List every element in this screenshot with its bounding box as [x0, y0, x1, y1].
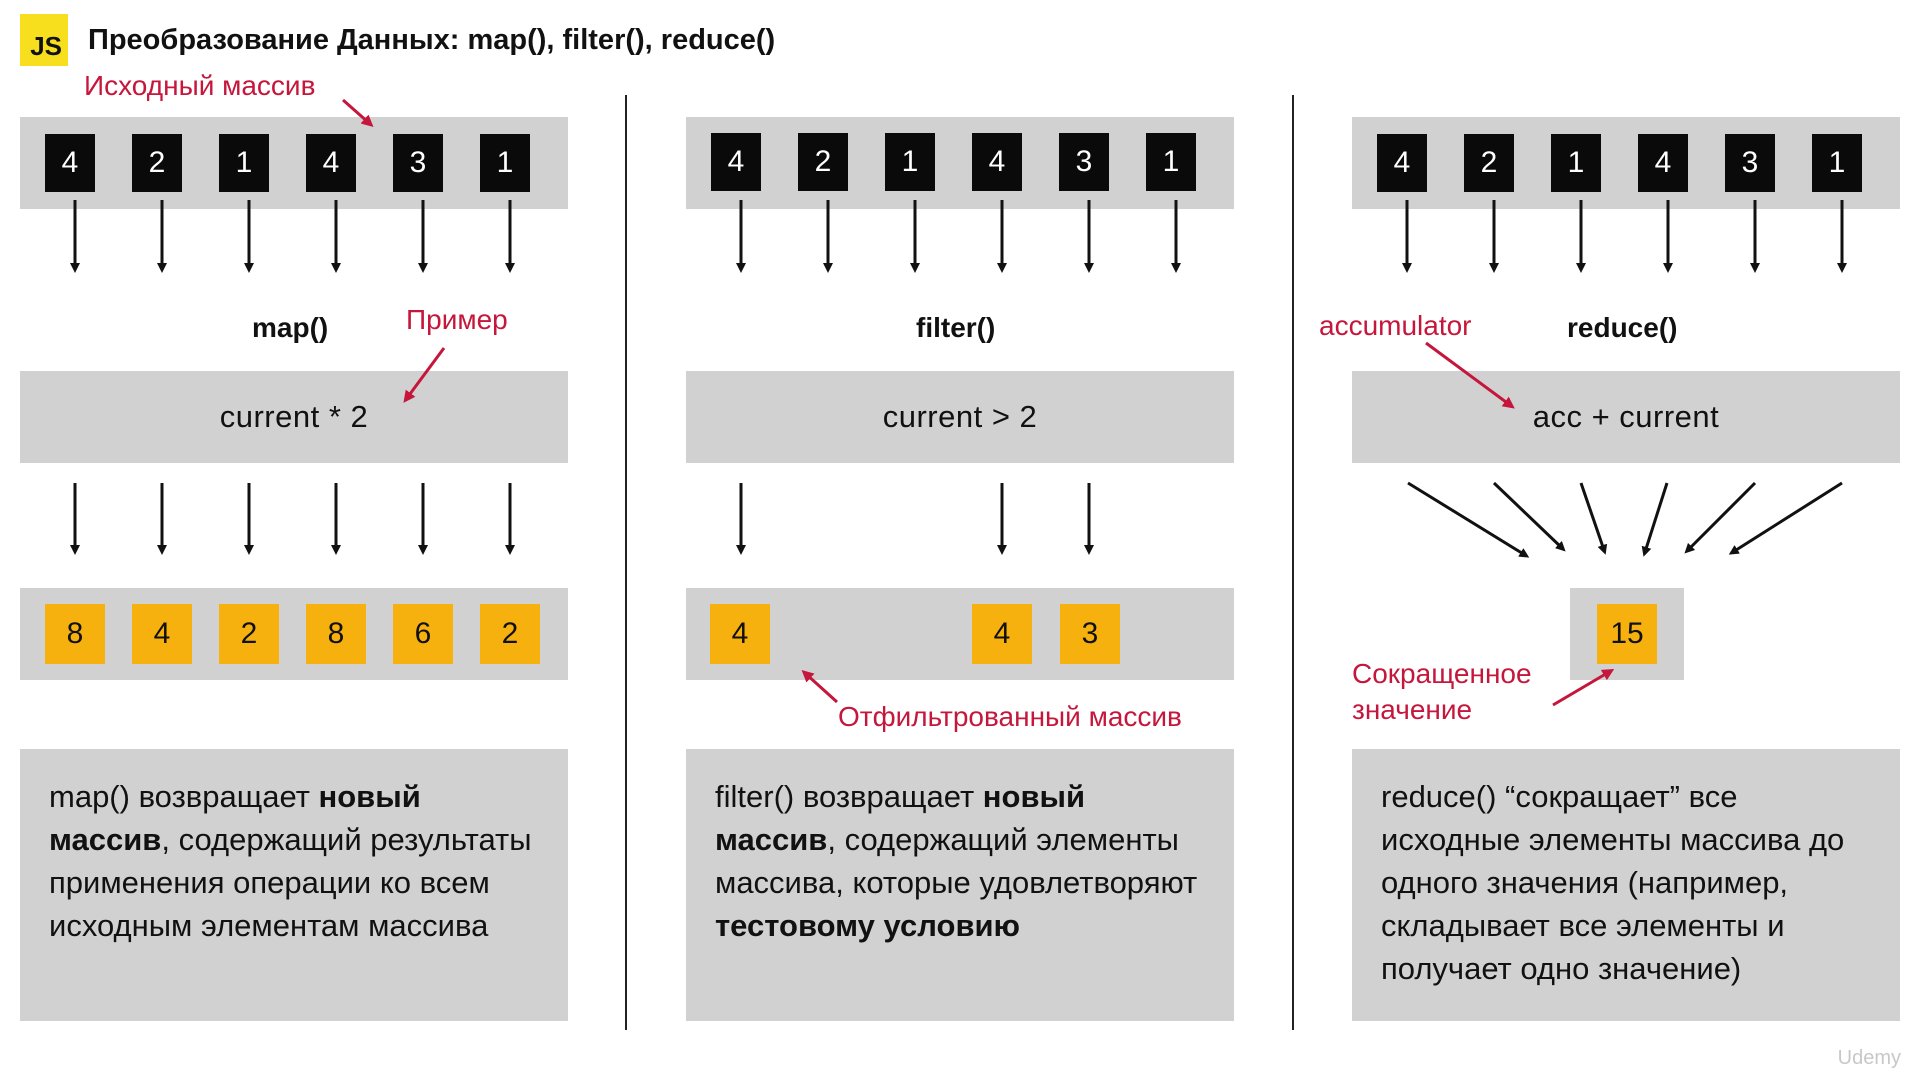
desc-bold: новый	[982, 779, 1086, 814]
desc-bold: массив	[715, 822, 828, 857]
filter-expression: current > 2	[686, 371, 1234, 463]
reduce-result: 15	[1597, 604, 1657, 664]
desc-bold: массив	[49, 822, 162, 857]
map-result-item: 2	[480, 604, 540, 664]
filter-result-item: 3	[1060, 604, 1120, 664]
desc-text: , содержащий результаты применения опера…	[49, 822, 532, 943]
map-result-item: 4	[132, 604, 192, 664]
page-title: Преобразование Данных: map(), filter(), …	[88, 24, 776, 56]
reduced-value-line2: значение	[1352, 694, 1473, 725]
filter-label: filter()	[916, 312, 996, 343]
source-item: 4	[45, 134, 95, 192]
map-result-item: 2	[219, 604, 279, 664]
filtered-array-annotation: Отфильтрованный массив	[838, 701, 1182, 732]
reduce-source-array	[1352, 117, 1900, 209]
map-result-item: 8	[45, 604, 105, 664]
desc-text: map() возвращает	[49, 779, 319, 814]
source-item: 3	[1725, 134, 1775, 192]
source-array-annotation: Исходный массив	[84, 70, 316, 101]
source-item: 2	[798, 133, 848, 191]
source-item: 2	[132, 134, 182, 192]
desc-bold: тестовому условию	[715, 908, 1021, 943]
converge-arrow	[1579, 482, 1608, 555]
source-item: 3	[393, 134, 443, 192]
filter-result-array	[686, 588, 1234, 680]
source-item: 3	[1059, 133, 1109, 191]
reduced-value-annotation: Сокращенное значение	[1352, 656, 1532, 728]
divider-right	[1292, 95, 1294, 1030]
example-annotation: Пример	[406, 304, 508, 335]
source-item: 1	[219, 134, 269, 192]
converge-arrow	[1728, 481, 1843, 555]
reduce-source-row: 4 2 1 4 3 1	[1377, 134, 1862, 192]
source-item: 4	[711, 133, 761, 191]
source-item: 4	[1377, 134, 1427, 192]
map-source-row: 4 2 1 4 3 1	[45, 134, 530, 192]
reduce-description: reduce() “сокращает” все исходные элемен…	[1352, 749, 1900, 1021]
source-item: 1	[1146, 133, 1196, 191]
map-label: map()	[252, 312, 329, 343]
source-item: 1	[1551, 134, 1601, 192]
map-result-array	[20, 588, 568, 680]
filter-description: filter() возвращает новый массив, содерж…	[686, 749, 1234, 1021]
source-item: 4	[306, 134, 356, 192]
filter-result-item: 4	[710, 604, 770, 664]
filter-source-row: 4 2 1 4 3 1	[711, 133, 1196, 191]
converge-arrow	[1407, 481, 1530, 558]
map-result-item: 6	[393, 604, 453, 664]
desc-text: filter() возвращает	[715, 779, 983, 814]
source-item: 1	[480, 134, 530, 192]
divider-left	[625, 95, 627, 1030]
source-item: 1	[885, 133, 935, 191]
reduce-label: reduce()	[1567, 312, 1678, 343]
filter-result-item: 4	[972, 604, 1032, 664]
source-item: 2	[1464, 134, 1514, 192]
converge-arrow	[1492, 481, 1566, 552]
js-logo: JS	[20, 14, 68, 66]
accumulator-annotation: accumulator	[1319, 310, 1472, 341]
desc-bold: новый	[318, 779, 421, 814]
map-source-array	[20, 117, 568, 209]
reduced-value-line1: Сокращенное	[1352, 658, 1532, 689]
source-item: 1	[1812, 134, 1862, 192]
map-result-item: 8	[306, 604, 366, 664]
udemy-watermark: Udemy	[1837, 1047, 1901, 1069]
map-description: map() возвращает новый массив, содержащи…	[20, 749, 568, 1021]
map-expression: current * 2	[20, 371, 568, 463]
desc-text: , содержащий элементы массива, которые у…	[715, 822, 1198, 900]
source-item: 4	[1638, 134, 1688, 192]
converge-arrow	[1684, 481, 1757, 554]
filter-source-array	[686, 117, 1234, 209]
reduce-expression: acc + current	[1352, 371, 1900, 463]
source-item: 4	[972, 133, 1022, 191]
converge-arrow	[1641, 482, 1669, 557]
